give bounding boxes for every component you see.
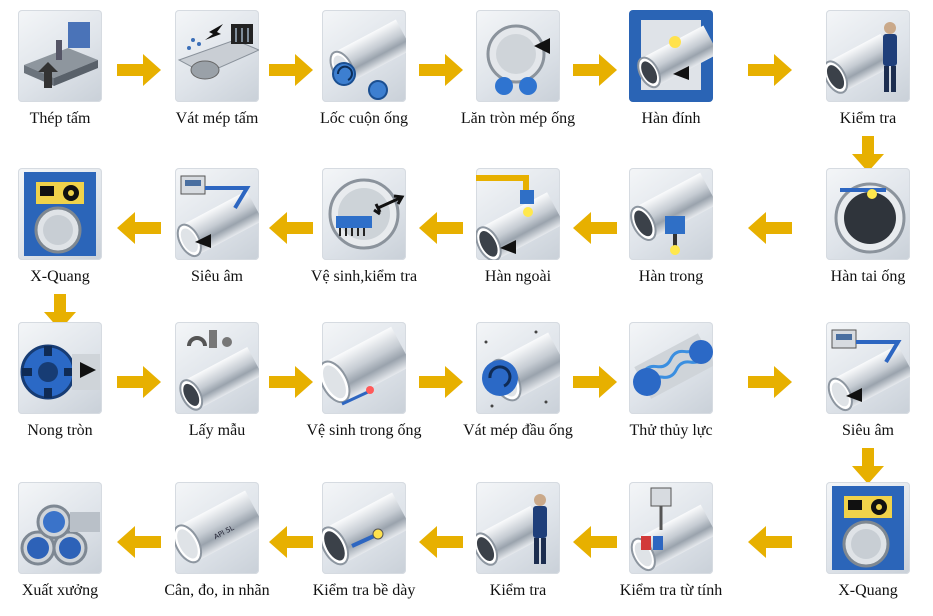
process-step: Vát mép đầu ống bbox=[458, 322, 578, 442]
step-label: Vát mép tấm bbox=[175, 110, 259, 127]
step-label: X-Quang bbox=[30, 268, 90, 285]
ultrasonic-icon bbox=[826, 322, 910, 414]
magnetic-test-icon bbox=[629, 482, 713, 574]
process-step: Lốc cuộn ống bbox=[304, 10, 424, 130]
arrow-down-icon bbox=[852, 448, 884, 484]
process-step: Hàn ngoài bbox=[458, 168, 578, 288]
step-label: Vệ sinh,kiểm tra bbox=[310, 268, 418, 285]
process-step: Vệ sinh,kiểm tra bbox=[304, 168, 424, 288]
edge-rounding-icon bbox=[476, 10, 560, 102]
plate-beveling-icon bbox=[175, 10, 259, 102]
cleaning-icon bbox=[322, 168, 406, 260]
process-step: Siêu âm bbox=[157, 168, 277, 288]
step-label: Kiểm tra bbox=[839, 110, 897, 127]
process-step: API 5L Cân, đo, in nhãn bbox=[157, 482, 277, 602]
arrow-left-icon bbox=[419, 212, 463, 244]
process-step: Siêu âm bbox=[808, 322, 928, 442]
step-label: Xuất xưởng bbox=[21, 582, 99, 599]
thickness-icon bbox=[322, 482, 406, 574]
step-label: Thử thủy lực bbox=[629, 422, 713, 439]
arrow-right-icon bbox=[747, 54, 792, 86]
xray-icon bbox=[826, 482, 910, 574]
process-step: Vệ sinh trong ống bbox=[304, 322, 424, 442]
expanding-icon bbox=[18, 322, 102, 414]
process-step: X-Quang bbox=[808, 482, 928, 602]
process-step: Kiểm tra bbox=[808, 10, 928, 130]
arrow-down-icon bbox=[852, 136, 884, 172]
inspector-icon bbox=[476, 482, 560, 574]
process-step: Nong tròn bbox=[0, 322, 120, 442]
inside-welding-icon bbox=[629, 168, 713, 260]
process-step: Thử thủy lực bbox=[611, 322, 731, 442]
step-label: Kiểm tra bbox=[489, 582, 547, 599]
arrow-right-icon bbox=[268, 54, 313, 86]
step-label: Hàn tai ống bbox=[830, 268, 906, 285]
step-label: Vát mép đầu ống bbox=[463, 422, 573, 439]
process-step: Hàn tai ống bbox=[808, 168, 928, 288]
xray-icon bbox=[18, 168, 102, 260]
arrow-right-icon bbox=[572, 366, 617, 398]
step-label: Nong tròn bbox=[27, 422, 93, 439]
inspector-icon bbox=[826, 10, 910, 102]
end-beveling-icon bbox=[476, 322, 560, 414]
marking-icon: API 5L bbox=[175, 482, 259, 574]
arrow-right-icon bbox=[419, 54, 463, 86]
arrow-left-icon bbox=[419, 526, 463, 558]
arrow-right-icon bbox=[116, 54, 161, 86]
arrow-right-icon bbox=[419, 366, 463, 398]
outside-welding-icon bbox=[476, 168, 560, 260]
steel-plate-icon bbox=[18, 10, 102, 102]
step-label: Lốc cuộn ống bbox=[320, 110, 408, 127]
process-step: X-Quang bbox=[0, 168, 120, 288]
process-step: Kiểm tra bề dày bbox=[304, 482, 424, 602]
arrow-right-icon bbox=[116, 366, 161, 398]
step-label: Kiểm tra từ tính bbox=[619, 582, 723, 599]
inner-cleaning-icon bbox=[322, 322, 406, 414]
hydrotest-icon bbox=[629, 322, 713, 414]
process-step: Kiểm tra từ tính bbox=[611, 482, 731, 602]
step-label: Cân, đo, in nhãn bbox=[164, 582, 270, 599]
process-step: Thép tấm bbox=[0, 10, 120, 130]
sampling-icon bbox=[175, 322, 259, 414]
process-step: Hàn đính bbox=[611, 10, 731, 130]
step-label: Vệ sinh trong ống bbox=[306, 422, 422, 439]
process-step: Xuất xưởng bbox=[0, 482, 120, 602]
step-label: Lăn tròn mép ống bbox=[460, 110, 576, 127]
step-label: Hàn ngoài bbox=[484, 268, 552, 285]
process-step: Lấy mẫu bbox=[157, 322, 277, 442]
arrow-right-icon bbox=[268, 366, 313, 398]
arrow-left-icon bbox=[116, 526, 161, 558]
arrow-left-icon bbox=[116, 212, 161, 244]
arrow-right-icon bbox=[572, 54, 617, 86]
step-label: Thép tấm bbox=[29, 110, 91, 127]
arrow-left-icon bbox=[572, 212, 617, 244]
arrow-left-icon bbox=[268, 212, 313, 244]
step-label: Hàn đính bbox=[641, 110, 701, 127]
arrow-left-icon bbox=[268, 526, 313, 558]
step-label: Lấy mẫu bbox=[188, 422, 246, 439]
process-step: Lăn tròn mép ống bbox=[458, 10, 578, 130]
step-label: Hàn trong bbox=[638, 268, 704, 285]
process-step: Kiểm tra bbox=[458, 482, 578, 602]
arrow-down-icon bbox=[44, 294, 76, 330]
arrow-left-icon bbox=[747, 212, 792, 244]
pipe-rolling-icon bbox=[322, 10, 406, 102]
arrow-right-icon bbox=[747, 366, 792, 398]
arrow-left-icon bbox=[747, 526, 792, 558]
step-label: X-Quang bbox=[838, 582, 898, 599]
arrow-left-icon bbox=[572, 526, 617, 558]
process-step: Hàn trong bbox=[611, 168, 731, 288]
step-label: Kiểm tra bề dày bbox=[312, 582, 416, 599]
pipe-end-welding-icon bbox=[826, 168, 910, 260]
ultrasonic-icon bbox=[175, 168, 259, 260]
tack-welding-icon bbox=[629, 10, 713, 102]
finished-pipes-icon bbox=[18, 482, 102, 574]
process-step: Vát mép tấm bbox=[157, 10, 277, 130]
step-label: Siêu âm bbox=[191, 268, 243, 285]
step-label: Siêu âm bbox=[842, 422, 894, 439]
